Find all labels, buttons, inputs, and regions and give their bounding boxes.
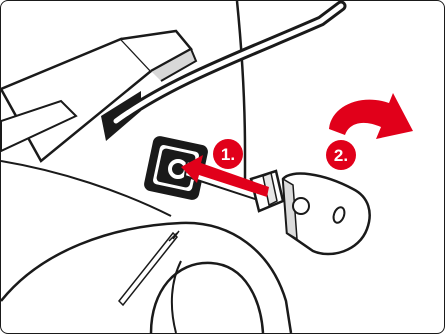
step-1-label: 1. <box>221 145 235 164</box>
rotate-arrow-icon <box>329 93 413 139</box>
step-1-badge: 1. <box>213 139 243 169</box>
step-2-label: 2. <box>334 146 348 165</box>
step-2-badge: 2. <box>326 140 356 170</box>
